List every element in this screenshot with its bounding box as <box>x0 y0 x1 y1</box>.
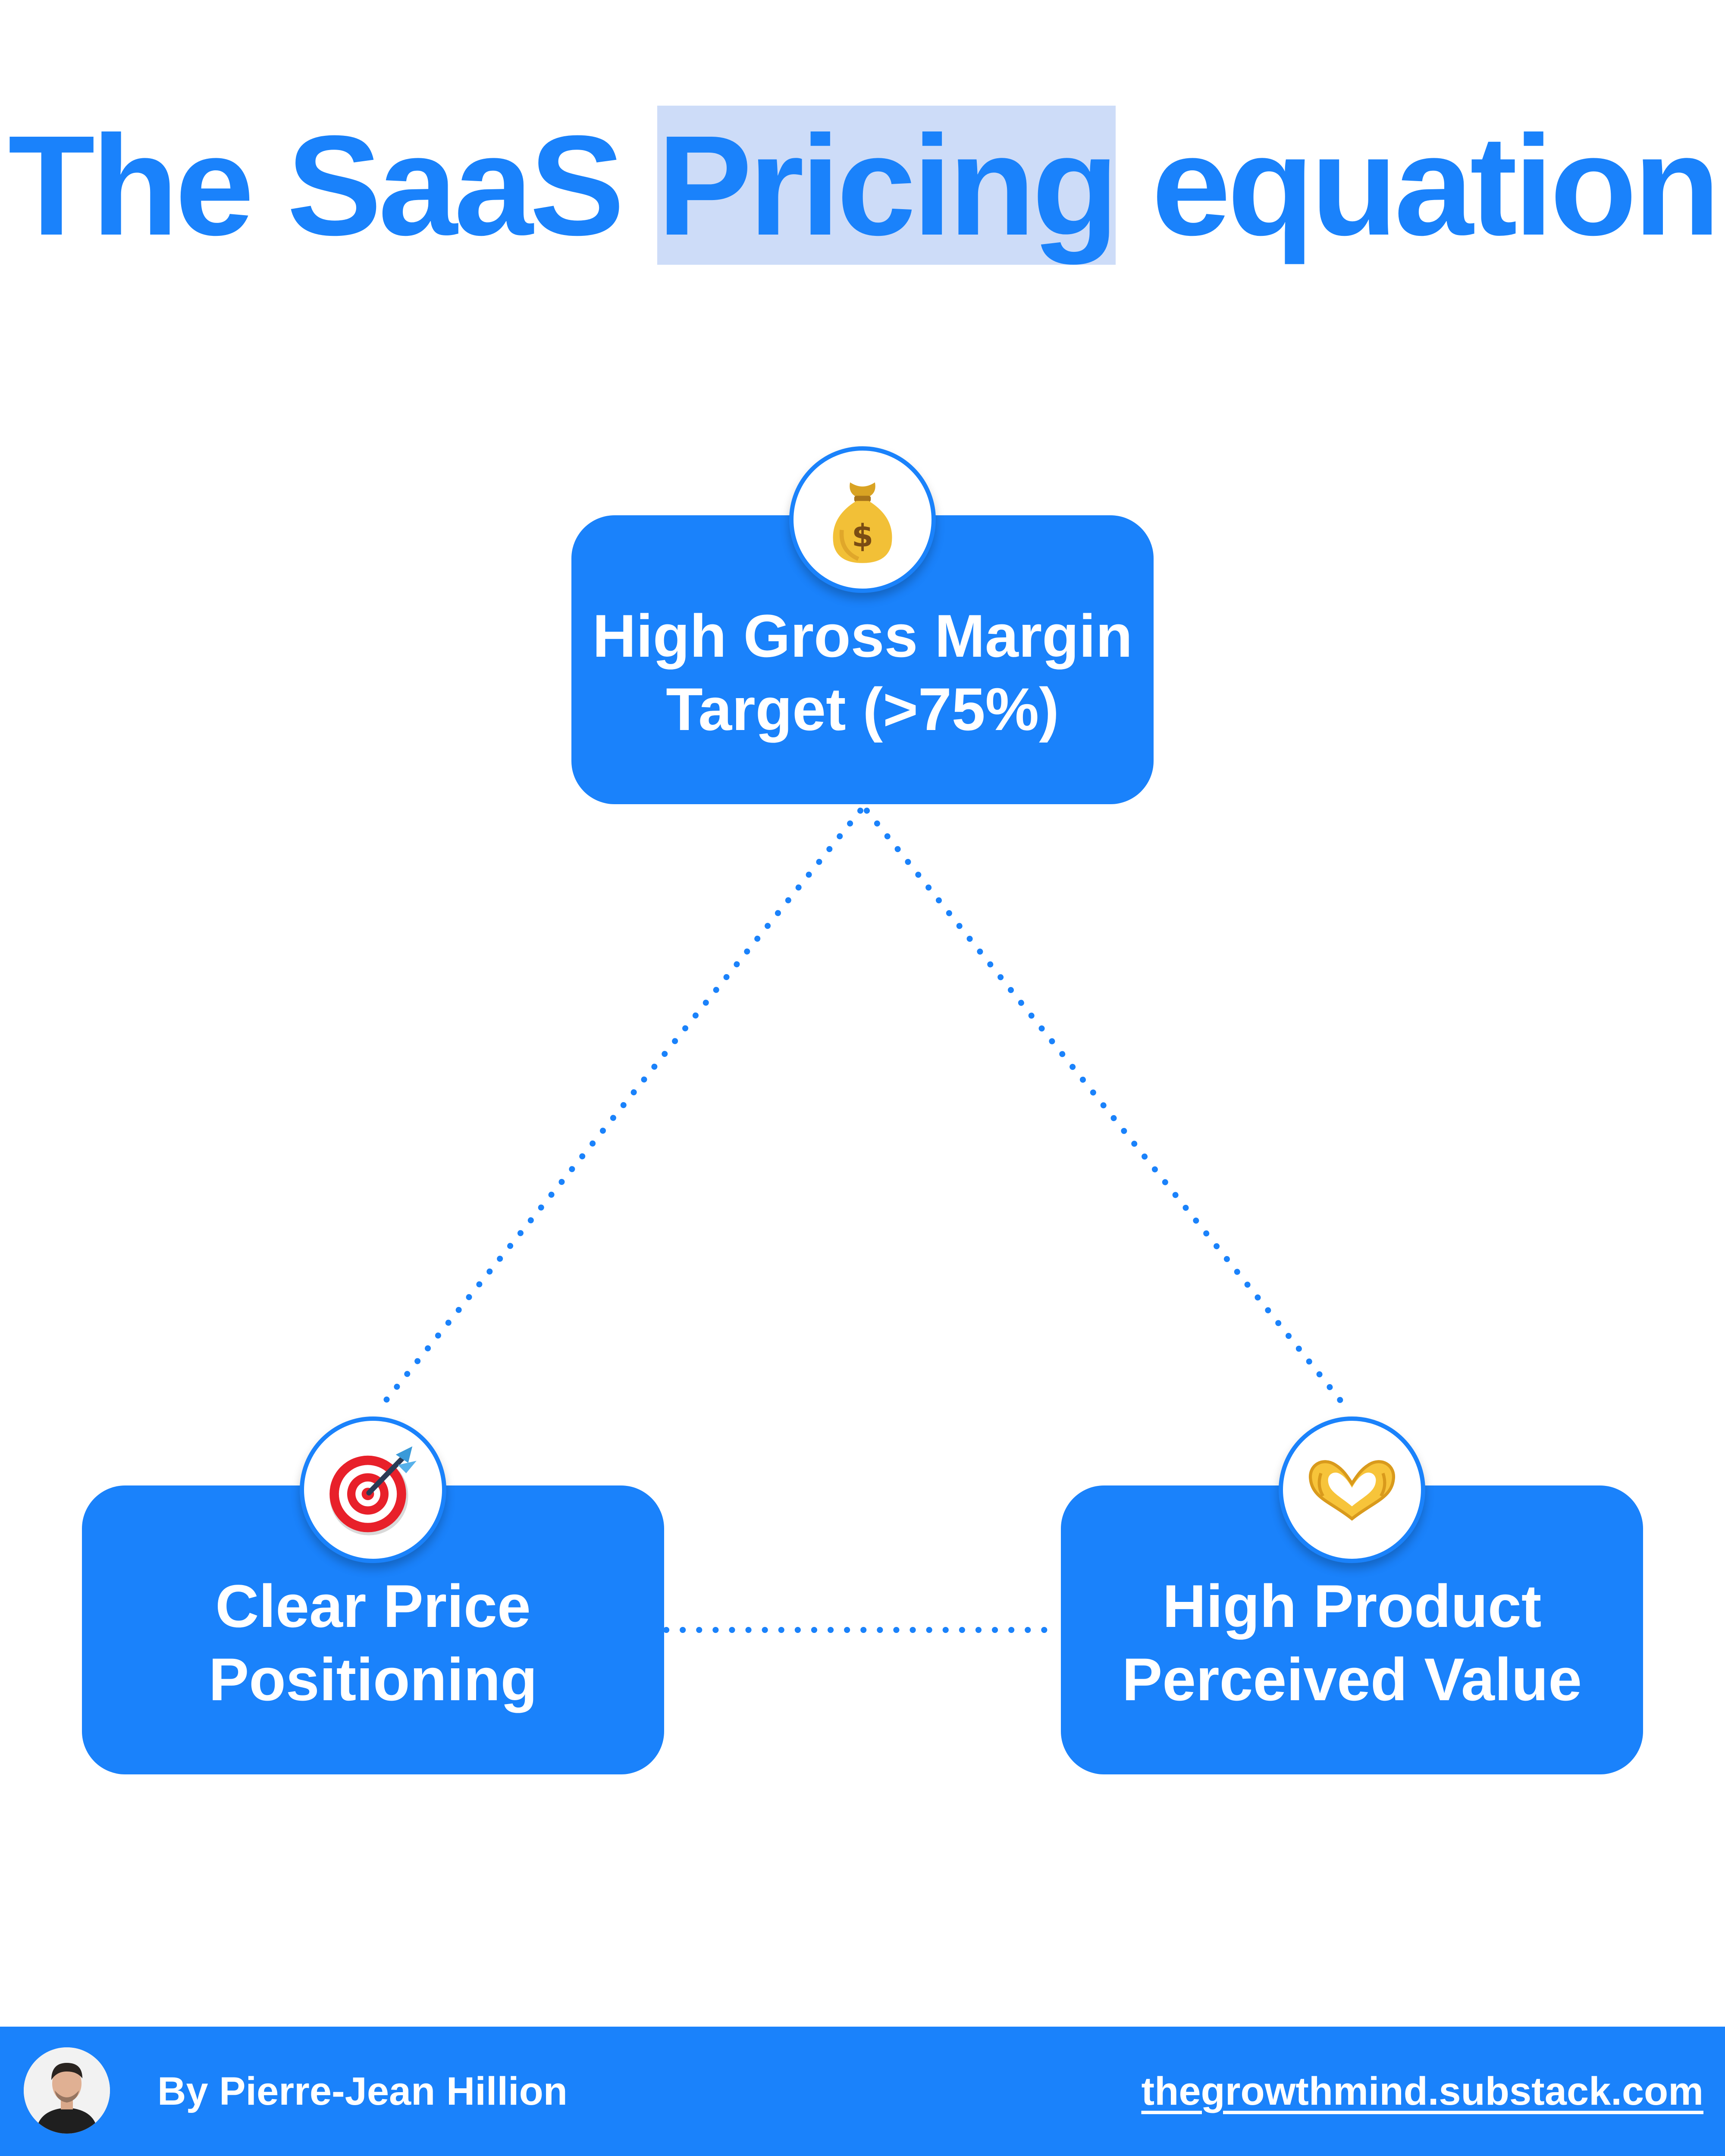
node-perceived-value-line2: Perceived Value <box>1122 1645 1582 1713</box>
node-gross-margin: High Gross Margin Target (>75%) <box>571 515 1154 804</box>
footer: By Pierre-Jean Hillion thegrowthmind.sub… <box>0 2027 1725 2156</box>
page-title: The SaaS Pricing equation <box>0 95 1725 276</box>
node-gross-margin-line1: High Gross Margin <box>592 602 1133 670</box>
author-byline: By Pierre-Jean Hillion <box>157 2069 568 2113</box>
money-bag-icon: $ <box>789 446 936 593</box>
node-gross-margin-line2: Target (>75%) <box>666 675 1059 743</box>
website-link[interactable]: thegrowthmind.substack.com <box>1141 2069 1704 2113</box>
heart-hands-icon <box>1279 1416 1425 1563</box>
node-price-positioning-line2: Positioning <box>208 1645 538 1713</box>
title-suffix: equation <box>1115 106 1720 265</box>
avatar <box>24 2047 110 2134</box>
svg-text:$: $ <box>852 517 873 554</box>
node-price-positioning-line1: Clear Price <box>215 1572 531 1640</box>
connector-top-right <box>864 808 1344 1404</box>
bullseye-target-icon <box>300 1416 446 1563</box>
title-highlight: Pricing <box>657 106 1119 265</box>
node-perceived-value-line1: High Product <box>1162 1572 1542 1640</box>
connector-top-left <box>379 808 863 1409</box>
title-prefix: The SaaS <box>8 106 658 265</box>
